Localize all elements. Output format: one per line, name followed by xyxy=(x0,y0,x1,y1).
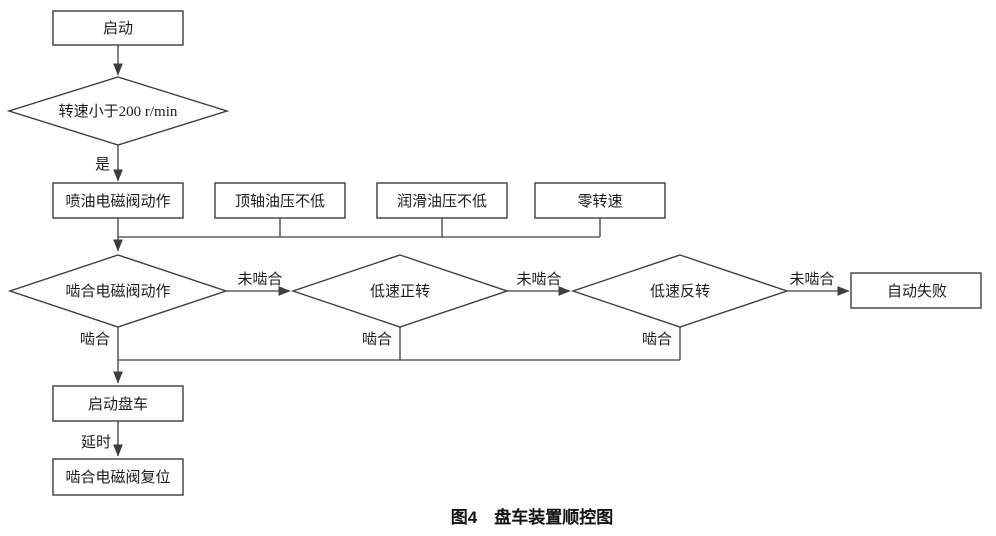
node-start-turning-gear xyxy=(52,385,184,422)
node-labels: 启动 转速小于200 r/min 喷油电磁阀动作 顶轴油压不低 润滑油压不低 零… xyxy=(59,20,947,486)
label-jacking-oil-ok: 顶轴油压不低 xyxy=(235,193,325,210)
edge-label-not-engaged-3: 未啮合 xyxy=(789,271,834,288)
edge-label-engaged-2: 啮合 xyxy=(362,331,392,348)
edge-label-not-engaged-2: 未啮合 xyxy=(516,271,561,288)
node-jacking-oil-ok xyxy=(214,182,346,219)
label-start-turning-gear: 启动盘车 xyxy=(88,395,148,413)
node-fuel-valve-action xyxy=(52,182,184,219)
label-auto-fail: 自动失败 xyxy=(887,283,947,300)
decision-speed-check xyxy=(6,76,230,146)
nodes xyxy=(6,10,982,496)
decision-low-speed-forward xyxy=(290,254,510,328)
label-engage-valve-reset: 啮合电磁阀复位 xyxy=(65,468,170,486)
edge-label-delay: 延时 xyxy=(81,434,111,451)
edge-label-engaged-3: 啮合 xyxy=(642,331,672,348)
label-zero-speed: 零转速 xyxy=(577,193,622,210)
edges xyxy=(113,45,850,457)
node-engage-valve-reset xyxy=(52,458,184,496)
edge-label-yes: 是 xyxy=(95,157,110,173)
label-start: 启动 xyxy=(103,20,133,37)
label-low-speed-forward: 低速正转 xyxy=(370,283,430,300)
node-lube-oil-ok xyxy=(376,182,508,219)
label-speed-check: 转速小于200 r/min xyxy=(59,103,178,120)
node-auto-fail xyxy=(850,272,982,309)
edge-label-engaged-1: 啮合 xyxy=(80,331,110,348)
flowchart-canvas: 启动 转速小于200 r/min 喷油电磁阀动作 顶轴油压不低 润滑油压不低 零… xyxy=(6,10,982,496)
decision-low-speed-reverse xyxy=(570,254,790,328)
label-fuel-valve-action: 喷油电磁阀动作 xyxy=(65,193,170,210)
edge-label-not-engaged-1: 未啮合 xyxy=(237,271,282,288)
label-lube-oil-ok: 润滑油压不低 xyxy=(397,193,487,210)
edge-labels: 是 未啮合 未啮合 未啮合 啮合 啮合 啮合 延时 xyxy=(80,157,835,451)
decision-engage-valve xyxy=(7,254,229,328)
label-low-speed-reverse: 低速反转 xyxy=(650,283,710,300)
figure-caption: 图4 盘车装置顺控图 xyxy=(450,508,614,527)
node-start xyxy=(52,10,184,46)
node-zero-speed xyxy=(534,182,666,219)
label-engage-valve-action: 啮合电磁阀动作 xyxy=(65,283,170,300)
